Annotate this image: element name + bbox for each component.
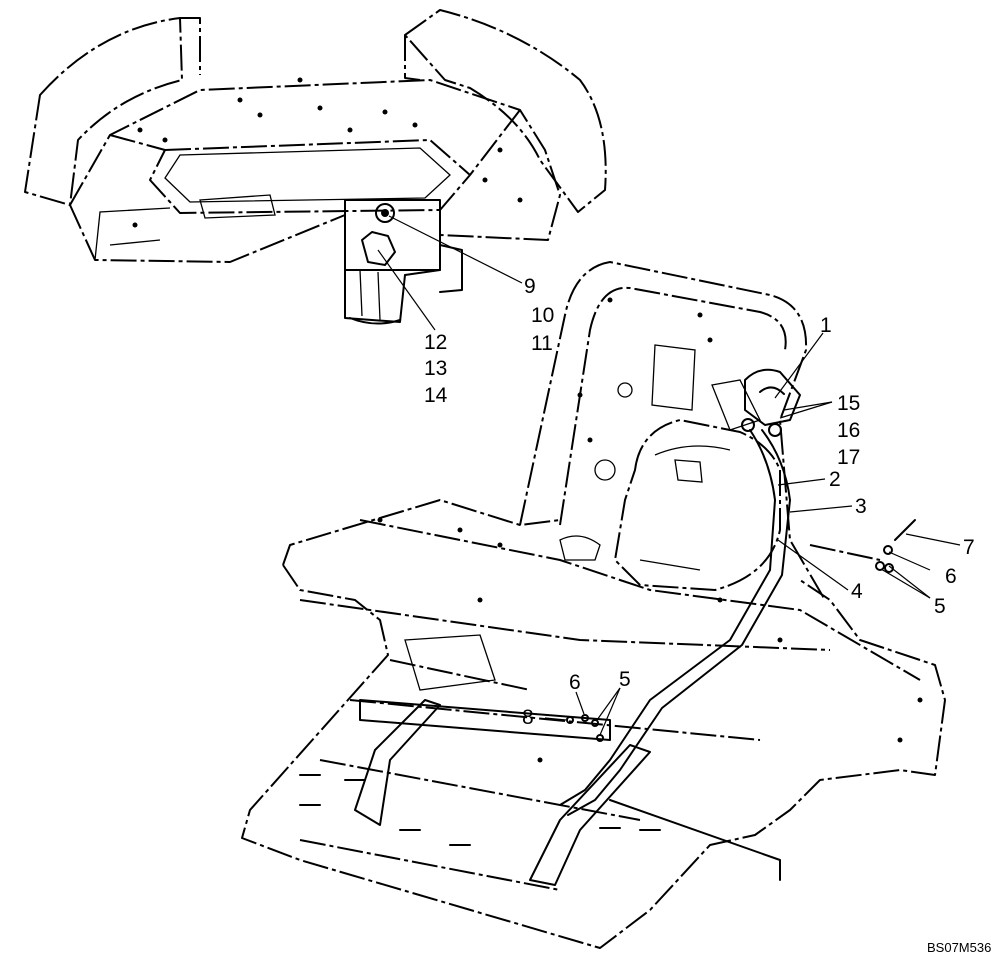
callout-16: 16 xyxy=(837,419,861,442)
callout-12: 12 xyxy=(424,331,448,354)
callout-14: 14 xyxy=(424,384,448,407)
callout-3: 3 xyxy=(855,495,867,518)
callout-2: 2 xyxy=(829,468,841,491)
callout-7: 7 xyxy=(963,536,975,559)
callout-5-right: 5 xyxy=(934,595,946,618)
callout-6-right: 6 xyxy=(945,565,957,588)
callout-8: 8 xyxy=(522,706,534,729)
callout-11: 11 xyxy=(531,332,553,355)
callout-5-left: 5 xyxy=(619,668,631,691)
callout-4: 4 xyxy=(851,580,863,603)
upper-console-assembly xyxy=(24,9,607,331)
callout-6-left: 6 xyxy=(569,671,581,694)
floor-assembly xyxy=(241,261,946,949)
callout-1: 1 xyxy=(820,314,832,337)
callout-17: 17 xyxy=(837,446,861,469)
leader-lines xyxy=(544,332,961,736)
figure-reference-code: BS07M536 xyxy=(927,940,992,955)
callout-13: 13 xyxy=(424,357,448,380)
callout-10: 10 xyxy=(531,304,555,327)
callout-15: 15 xyxy=(837,392,861,415)
callout-9: 9 xyxy=(524,275,536,298)
